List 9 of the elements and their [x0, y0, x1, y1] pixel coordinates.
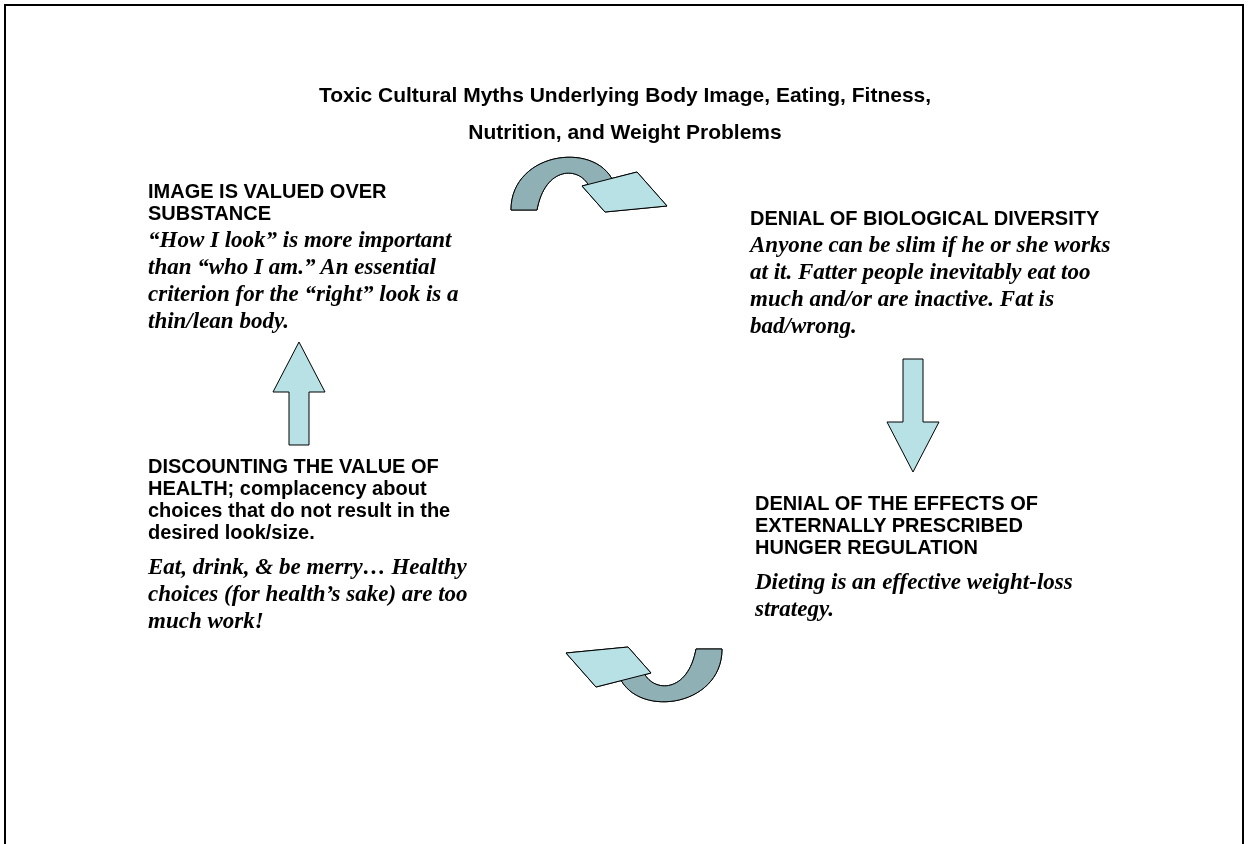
myth-description: Dieting is an effective weight-loss strategy. — [755, 568, 1074, 622]
myth-description: Eat, drink, & be merry… Healthy choices (for health’s sake) are too much work! — [148, 553, 469, 634]
myth-description: Anyone can be slim if he or she works at it. Fatter people inevitably eat too much and/or are inactive. Fat is bad/wrong. — [750, 231, 1112, 339]
myth-heading: DISCOUNTING THE VALUE OF HEALTH; complacency about choices that do not result in the desired look/size. — [148, 455, 452, 543]
myth-heading: DENIAL OF BIOLOGICAL DIVERSITY — [750, 207, 1101, 229]
myth-heading: IMAGE IS VALUED OVER SUBSTANCE — [148, 180, 388, 224]
title: Toxic Cultural Myths Underlying Body Image, Eating, Fitness, Nutrition, and Weight Problems — [317, 82, 933, 145]
myth-heading: DENIAL OF THE EFFECTS OF EXTERNALLY PRESCRIBED HUNGER REGULATION — [755, 492, 1039, 558]
myth-description: “How I look” is more important than “who I am.” An essential criterion for the “right” look is a thin/lean body. — [148, 226, 460, 334]
